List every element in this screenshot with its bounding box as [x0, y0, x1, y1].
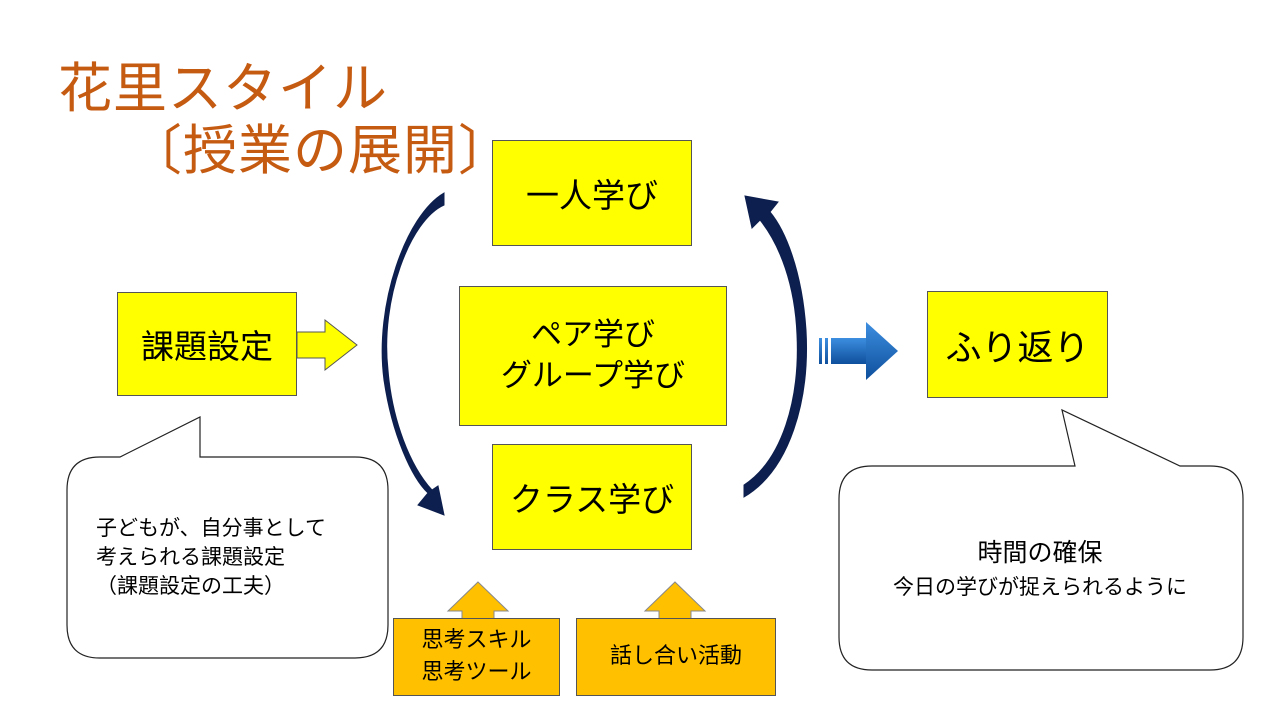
- blue-right-arrow: [819, 322, 898, 380]
- box-kadai-label: 課題設定: [141, 327, 273, 366]
- box-hanashiai-label: 話し合い活動: [609, 644, 742, 670]
- box-hanashiai-katsudo: 話し合い活動: [576, 618, 776, 696]
- box-thinking-skill-tool: 思考スキル 思考ツール: [393, 618, 560, 696]
- box-hitori-manabi: 一人学び: [492, 140, 692, 246]
- orange-up-arrow-left: [446, 581, 510, 620]
- callout-right-bubble: [838, 408, 1244, 671]
- curved-arrow-up: [743, 195, 807, 498]
- box-group-label: グループ学び: [500, 358, 686, 394]
- yellow-right-arrow: [296, 318, 358, 372]
- box-class-label: クラス学び: [509, 480, 675, 519]
- box-furikaeri-label: ふり返り: [945, 327, 1090, 369]
- callout-right-sub: 今日の学びが捉えられるように: [893, 574, 1187, 599]
- box-hitori-label: 一人学び: [526, 176, 658, 215]
- box-kadai-settei: 課題設定: [117, 292, 297, 396]
- box-furikaeri: ふり返り: [927, 291, 1108, 398]
- curved-arrow-down: [381, 192, 445, 516]
- page-title: 花里スタイル: [58, 57, 388, 120]
- callout-left-text: 子どもが、自分事として 考えられる課題設定 （課題設定の工夫）: [96, 514, 326, 601]
- page-subtitle: 〔授業の展開〕: [128, 119, 513, 182]
- callout-right-title: 時間の確保: [977, 538, 1103, 567]
- box-skill-label: 思考スキル: [421, 628, 532, 654]
- callout-left-line2: 考えられる課題設定: [96, 544, 285, 569]
- orange-up-arrow-right: [643, 581, 707, 620]
- callout-left-line3: （課題設定の工夫）: [96, 573, 285, 598]
- box-tool-label: 思考ツール: [421, 660, 532, 685]
- box-class-manabi: クラス学び: [492, 444, 692, 550]
- callout-right-text: 時間の確保 今日の学びが捉えられるように: [845, 536, 1235, 601]
- callout-left-line1: 子どもが、自分事として: [96, 516, 326, 540]
- callout-left-bubble: [66, 416, 389, 659]
- box-pair-group-manabi: ペア学び グループ学び: [459, 286, 727, 426]
- box-pair-label: ペア学び: [531, 317, 655, 354]
